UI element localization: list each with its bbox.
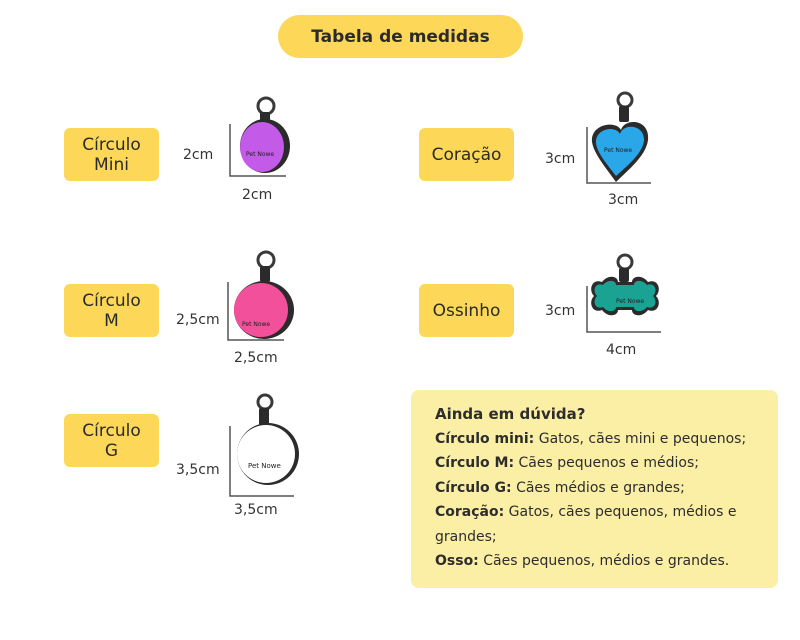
width-coracao: 3cm: [608, 192, 639, 208]
heart-tag-icon: Pet Nowe: [591, 91, 649, 182]
engraving-g: Pet Nowe: [248, 462, 281, 470]
measure-axis-circulo-g: [229, 426, 294, 497]
label-coracao: Coração: [419, 128, 514, 181]
help-line-circulo-g: Círculo G: Cães médios e grandes;: [435, 476, 764, 501]
measure-axis-circulo-m: [227, 282, 284, 341]
help-line-circulo-m: Círculo M: Cães pequenos e médios;: [435, 451, 764, 476]
help-key: Círculo mini:: [435, 430, 535, 447]
height-coracao: 3cm: [545, 151, 576, 167]
help-box: Ainda em dúvida? Círculo mini: Gatos, cã…: [411, 390, 778, 588]
help-line-circulo-mini: Círculo mini: Gatos, cães mini e pequeno…: [435, 427, 764, 452]
height-circulo-mini: 2cm: [183, 147, 214, 163]
engraving-m: Pet Nowe: [242, 321, 270, 328]
label-ossinho: Ossinho: [419, 284, 514, 337]
measure-axis-ossinho: [586, 286, 661, 333]
height-circulo-m: 2,5cm: [176, 312, 220, 328]
width-circulo-m: 2,5cm: [234, 350, 278, 366]
help-text: Gatos, cães pequenos, médios e grandes;: [435, 504, 737, 545]
help-text: Cães médios e grandes;: [511, 479, 685, 496]
help-key: Osso:: [435, 553, 479, 569]
help-key: Círculo M:: [435, 455, 515, 471]
measure-axis-circulo-mini: [229, 124, 286, 177]
width-circulo-mini: 2cm: [242, 187, 273, 203]
help-text: Cães pequenos, médios e grandes.: [478, 553, 730, 569]
help-line-osso: Osso: Cães pequenos, médios e grandes.: [435, 549, 764, 574]
measure-axis-coracao: [586, 127, 651, 184]
page-title: Tabela de medidas: [278, 15, 523, 58]
engraving-ossinho: Pet Nowe: [616, 298, 644, 305]
help-key: Círculo G:: [435, 479, 512, 496]
height-circulo-g: 3,5cm: [176, 462, 220, 478]
engraving-mini: Pet Nowe: [246, 151, 274, 158]
help-text: Gatos, cães mini e pequenos;: [534, 430, 747, 447]
circle-tag-m-icon: Pet Nowe: [234, 250, 294, 339]
help-text: Cães pequenos e médios;: [514, 455, 699, 471]
width-circulo-g: 3,5cm: [234, 502, 278, 518]
engraving-coracao: Pet Nowe: [604, 147, 632, 154]
help-title: Ainda em dúvida?: [435, 405, 586, 423]
bone-tag-icon: Pet Nowe: [591, 253, 659, 316]
help-line-coracao: Coração: Gatos, cães pequenos, médios e …: [435, 500, 764, 549]
circle-tag-mini-icon: Pet Nowe: [240, 96, 290, 173]
circle-tag-g-icon: Pet Nowe: [237, 393, 299, 485]
height-ossinho: 3cm: [545, 303, 576, 319]
label-circulo-m: Círculo M: [64, 284, 159, 337]
label-circulo-mini: Círculo Mini: [64, 128, 159, 181]
width-ossinho: 4cm: [606, 342, 637, 358]
help-key: Coração:: [435, 504, 505, 520]
label-circulo-g: Círculo G: [64, 414, 159, 467]
